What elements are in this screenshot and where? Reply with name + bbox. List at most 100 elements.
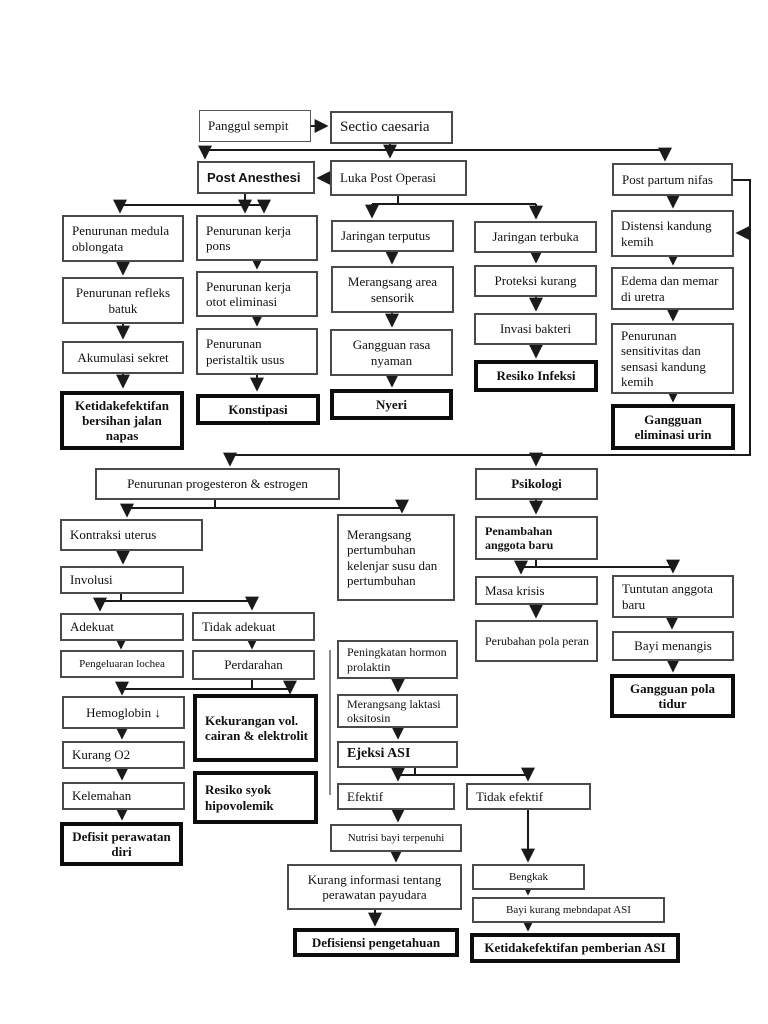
node-label: Peningkatan hormon prolaktin (347, 645, 447, 674)
node-label: Adekuat (70, 619, 115, 635)
node-konstipasi: Konstipasi (196, 394, 320, 425)
node-label: Kurang informasi tentang perawatan payud… (307, 871, 442, 902)
node-label: Konstipasi (228, 401, 288, 417)
node-post-anesthesi: Post Anesthesi (197, 161, 315, 194)
node-jaringan-terputus: Jaringan terputus (331, 220, 454, 252)
edge-post-partum-nifas-to-branch-nifas (230, 179, 751, 456)
node-akumulasi-sekret: Akumulasi sekret (62, 341, 184, 374)
node-label: Penurunan medula oblongata (72, 223, 170, 254)
node-kurang-o2: Kurang O2 (62, 741, 185, 769)
node-involusi: Involusi (60, 566, 184, 594)
node-label: Sectio caesaria (340, 118, 430, 135)
node-kontraksi-uterus: Kontraksi uterus (60, 519, 203, 551)
node-penurunan-sensitivitas: Penurunan sensitivitas dan sensasi kandu… (611, 323, 734, 394)
node-masa-krisis: Masa krisis (475, 576, 598, 605)
node-kelemahan: Kelemahan (62, 782, 185, 810)
node-label: Perubahan pola peran (485, 633, 589, 648)
node-label: Resiko Infeksi (496, 368, 576, 384)
node-ketidakefektifan-napas: Ketidakefektifan bersihan jalan napas (60, 391, 184, 450)
node-label: Proteksi kurang (494, 273, 577, 289)
node-proteksi-kurang: Proteksi kurang (474, 265, 597, 297)
node-tuntutan-anggota: Tuntutan anggota baru (612, 575, 734, 618)
node-merangsang-pertumbuhan: Merangsang pertumbuhan kelenjar susu dan… (337, 514, 455, 601)
node-label: Tidak efektif (476, 788, 544, 804)
node-merangsang-laktasi: Merangsang laktasi oksitosin (337, 694, 458, 728)
node-label: Pengeluaran lochea (79, 657, 165, 670)
node-penambahan-anggota: Penambahan anggota baru (475, 516, 598, 560)
node-penurunan-medula: Penurunan medula oblongata (62, 215, 184, 262)
node-label: Post partum nifas (622, 171, 713, 187)
node-label: Penurunan kerja pons (206, 222, 291, 253)
node-label: Akumulasi sekret (77, 349, 169, 365)
node-label: Ketidakefektifan bersihan jalan napas (75, 397, 169, 444)
node-merangsang-sensorik: Merangsang area sensorik (331, 266, 454, 313)
node-defisit-perawatan-diri: Defisit perawatan diri (60, 822, 183, 866)
node-label: Jaringan terputus (341, 228, 431, 244)
node-tidak-adekuat: Tidak adekuat (192, 612, 315, 641)
node-jaringan-terbuka: Jaringan terbuka (474, 221, 597, 253)
node-label: Penurunan sensitivitas dan sensasi kandu… (621, 327, 706, 389)
node-penurunan-peristaltik: Penurunan peristaltik usus (196, 328, 318, 375)
node-penurunan-pons: Penurunan kerja pons (196, 215, 318, 261)
node-label: Resiko syok hipovolemik (205, 782, 274, 813)
node-label: Edema dan memar di uretra (621, 273, 719, 304)
node-psikologi: Psikologi (475, 468, 598, 500)
node-penurunan-progesteron: Penurunan progesteron & estrogen (95, 468, 340, 500)
node-penurunan-refleks: Penurunan refleks batuk (62, 277, 184, 324)
node-invasi-bakteri: Invasi bakteri (474, 313, 597, 345)
node-distensi-kandung-kemih: Distensi kandung kemih (611, 210, 734, 257)
node-defisiensi-pengetahuan: Defisiensi pengetahuan (293, 928, 459, 957)
node-label: Kurang O2 (72, 747, 131, 763)
node-label: Kontraksi uterus (70, 527, 157, 543)
node-gangguan-pola-tidur: Gangguan pola tidur (610, 674, 735, 718)
node-label: Gangguan rasa nyaman (352, 337, 431, 368)
node-label: Merangsang laktasi oksitosin (347, 696, 441, 725)
node-label: Defisit perawatan diri (72, 828, 171, 859)
node-ketidakefektifan-asi: Ketidakefektifan pemberian ASI (470, 933, 680, 963)
node-peningkatan-prolaktin: Peningkatan hormon prolaktin (337, 640, 458, 679)
edges-group (93, 119, 751, 932)
node-label: Bengkak (508, 870, 549, 883)
node-gangguan-eliminasi-urin: Gangguan eliminasi urin (611, 404, 735, 450)
node-label: Merangsang area sensorik (347, 274, 438, 305)
node-label: Nutrisi bayi terpenuhi (347, 831, 445, 844)
node-adekuat: Adekuat (60, 613, 184, 641)
node-perubahan-pola-peran: Perubahan pola peran (475, 620, 598, 662)
node-tidak-efektif: Tidak efektif (466, 783, 591, 810)
node-kekurangan-cairan: Kekurangan vol. cairan & elektrolit (193, 694, 318, 762)
node-efektif: Efektif (337, 783, 455, 810)
node-label: Tuntutan anggota baru (622, 581, 713, 612)
node-label: Panggul sempit (208, 118, 289, 134)
node-luka-post-operasi: Luka Post Operasi (330, 160, 467, 196)
node-label: Kelemahan (72, 788, 132, 804)
node-hemoglobin: Hemoglobin ↓ (62, 696, 185, 729)
node-kurang-informasi: Kurang informasi tentang perawatan payud… (287, 864, 462, 910)
node-label: Masa krisis (485, 582, 545, 598)
node-label: Penurunan peristaltik usus (206, 336, 285, 367)
node-pengeluaran-lochea: Pengeluaran lochea (60, 650, 184, 678)
node-label: Gangguan pola tidur (630, 680, 715, 711)
node-sectio-caesaria: Sectio caesaria (330, 111, 453, 144)
node-post-partum-nifas: Post partum nifas (612, 163, 733, 196)
node-label: Kekurangan vol. cairan & elektrolit (205, 712, 309, 743)
node-bayi-kurang-asi: Bayi kurang mebndapat ASI (472, 897, 665, 923)
node-label: Penurunan refleks batuk (75, 285, 171, 316)
node-label: Penambahan anggota baru (485, 523, 554, 552)
node-label: Psikologi (511, 476, 562, 492)
node-label: Distensi kandung kemih (621, 218, 712, 249)
node-label: Luka Post Operasi (340, 170, 437, 186)
node-label: Penurunan kerja otot eliminasi (206, 278, 291, 309)
node-label: Ketidakefektifan pemberian ASI (484, 940, 666, 956)
node-label: Defisiensi pengetahuan (311, 934, 441, 950)
node-perdarahan: Perdarahan (192, 650, 315, 680)
node-label: Bayi kurang mebndapat ASI (506, 903, 631, 916)
node-label: Involusi (70, 572, 113, 588)
node-label: Invasi bakteri (499, 321, 572, 337)
node-bengkak: Bengkak (472, 864, 585, 890)
node-nyeri: Nyeri (330, 389, 453, 420)
node-label: Tidak adekuat (202, 618, 276, 634)
node-nutrisi-bayi: Nutrisi bayi terpenuhi (330, 824, 462, 852)
node-label: Bayi menangis (634, 638, 712, 654)
node-label: Jaringan terbuka (492, 229, 579, 245)
node-label: Efektif (347, 788, 384, 804)
